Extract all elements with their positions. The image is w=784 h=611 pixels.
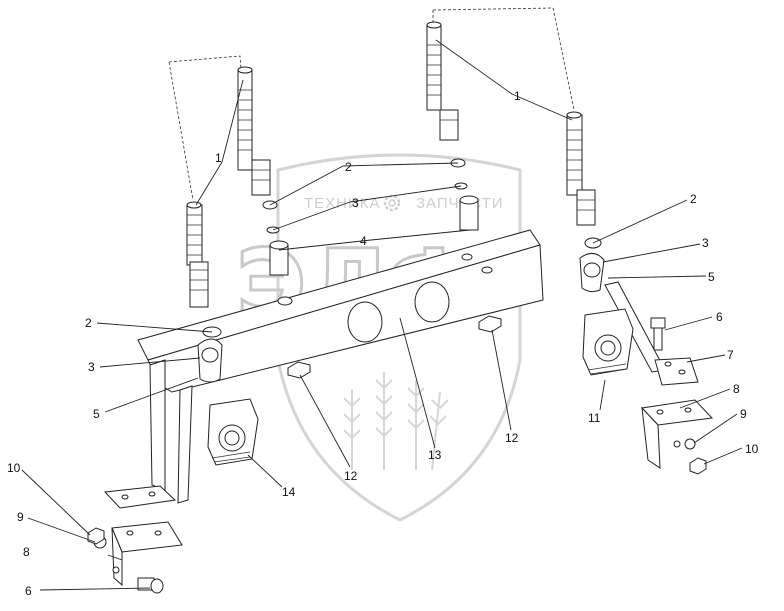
callout-5: 5: [93, 407, 100, 421]
watermark-wheat-ears: [343, 372, 449, 471]
gear-icon: [383, 194, 401, 212]
beam-hole: [414, 281, 450, 323]
callout-12: 12: [505, 431, 519, 445]
hose-right-lower: [566, 111, 596, 226]
leader-lines: [21, 39, 743, 591]
callout-11: 11: [588, 411, 601, 425]
left-support-bracket: [103, 359, 193, 509]
coupling-head-right: [582, 308, 634, 376]
clamp-right: [579, 253, 605, 293]
callout-5: 5: [708, 270, 715, 284]
hex-nut: [287, 361, 311, 379]
watermark-left-text: ТЕХНИКА: [304, 195, 381, 212]
callout-labels: 1 1 2 2 2 3 3 3 4 5 5 6 6 7 8 8 9 9 10 1…: [7, 89, 759, 598]
beam-hole: [481, 266, 493, 274]
hose-left-tall: [237, 66, 271, 196]
callout-3: 3: [352, 196, 359, 210]
callout-6: 6: [25, 584, 32, 598]
callout-4: 4: [360, 234, 367, 248]
callout-2: 2: [690, 192, 697, 206]
callout-12: 12: [344, 469, 358, 483]
callout-10: 10: [7, 461, 21, 475]
adapter-right: [459, 195, 479, 231]
callout-13: 13: [428, 448, 442, 462]
right-support-bracket: [604, 281, 699, 386]
callout-14: 14: [282, 485, 296, 499]
beam-hole: [461, 253, 473, 261]
callout-7: 7: [727, 348, 734, 362]
hex-nut: [478, 315, 502, 333]
spring-washer: [684, 438, 696, 450]
bolt-left: [137, 577, 164, 594]
lock-nut: [87, 527, 105, 545]
left-foot-plate: [111, 521, 183, 587]
coupling-head-left: [207, 398, 259, 466]
watermark-shield: [276, 153, 522, 522]
beam-hole: [277, 296, 293, 306]
right-foot-plate: [640, 399, 714, 469]
callout-9: 9: [740, 407, 747, 421]
adapter-left: [269, 240, 289, 276]
callout-10: 10: [745, 442, 759, 456]
assembly-lines: [168, 7, 575, 201]
watermark-right-text: ЗАПЧАСТИ: [416, 195, 504, 212]
lock-nut: [689, 457, 707, 475]
callout-8: 8: [733, 382, 740, 396]
callout-3: 3: [88, 360, 95, 374]
callout-2: 2: [85, 316, 92, 330]
callout-2: 2: [345, 160, 352, 174]
callout-3: 3: [702, 236, 709, 250]
clamp-left: [197, 338, 223, 383]
callout-6: 6: [716, 310, 723, 324]
mounting-beam: [137, 229, 544, 393]
beam-hole: [347, 301, 383, 343]
callout-1: 1: [215, 151, 222, 165]
hose-left-short: [186, 201, 209, 308]
callout-9: 9: [17, 510, 24, 524]
callout-1: 1: [514, 89, 521, 103]
callout-8: 8: [23, 545, 30, 559]
bolt-right: [650, 317, 666, 351]
hose-right-upper: [426, 21, 459, 141]
